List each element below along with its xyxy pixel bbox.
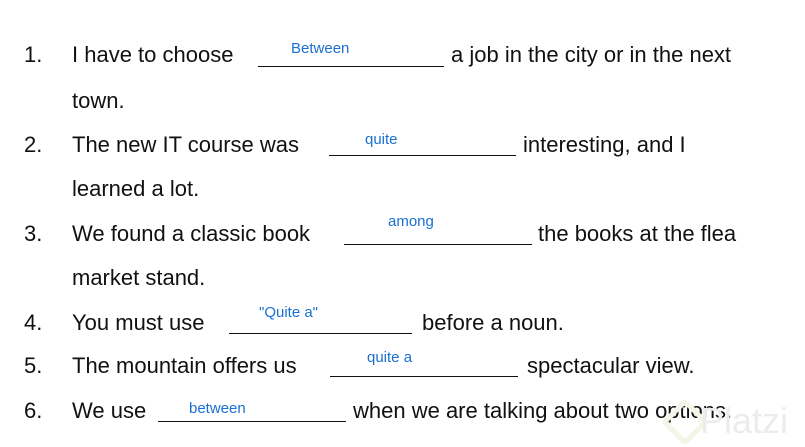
item-text-before: I have to choose bbox=[72, 42, 234, 67]
item-text-before: The new IT course was bbox=[72, 132, 300, 157]
item-text-before: We found a classic book bbox=[72, 221, 311, 246]
answer-blank bbox=[158, 421, 346, 422]
item-text-continued: town. bbox=[72, 88, 125, 113]
answer-text: among bbox=[388, 213, 434, 230]
item-text-after: when we are talking about two options. bbox=[353, 398, 733, 423]
answer-text: Between bbox=[291, 40, 350, 57]
item-number: 4. bbox=[24, 310, 43, 335]
item-number: 1. bbox=[24, 42, 43, 67]
answer-blank bbox=[229, 333, 412, 334]
answer-blank bbox=[329, 155, 516, 156]
item-number: 6. bbox=[24, 398, 43, 423]
answer-text: between bbox=[189, 400, 246, 417]
item-number: 2. bbox=[24, 132, 43, 157]
item-text-after: before a noun. bbox=[422, 310, 564, 335]
item-text-before: We use bbox=[72, 398, 147, 423]
answer-text: quite a bbox=[367, 349, 413, 366]
item-number: 3. bbox=[24, 221, 43, 246]
answer-text: "Quite a" bbox=[259, 304, 319, 321]
answer-blank bbox=[330, 376, 518, 377]
item-text-before: The mountain offers us bbox=[72, 353, 297, 378]
item-number: 5. bbox=[24, 353, 43, 378]
item-text-after: the books at the flea bbox=[538, 221, 737, 246]
item-text-after: a job in the city or in the next bbox=[451, 42, 732, 67]
item-text-continued: learned a lot. bbox=[72, 176, 200, 201]
item-text-before: You must use bbox=[72, 310, 205, 335]
item-text-after: interesting, and I bbox=[523, 132, 686, 157]
watermark: Platzi bbox=[700, 400, 789, 441]
item-text-continued: market stand. bbox=[72, 265, 206, 290]
item-text-after: spectacular view. bbox=[527, 353, 695, 378]
answer-blank bbox=[258, 66, 444, 67]
answer-text: quite bbox=[365, 131, 398, 148]
answer-blank bbox=[344, 244, 532, 245]
